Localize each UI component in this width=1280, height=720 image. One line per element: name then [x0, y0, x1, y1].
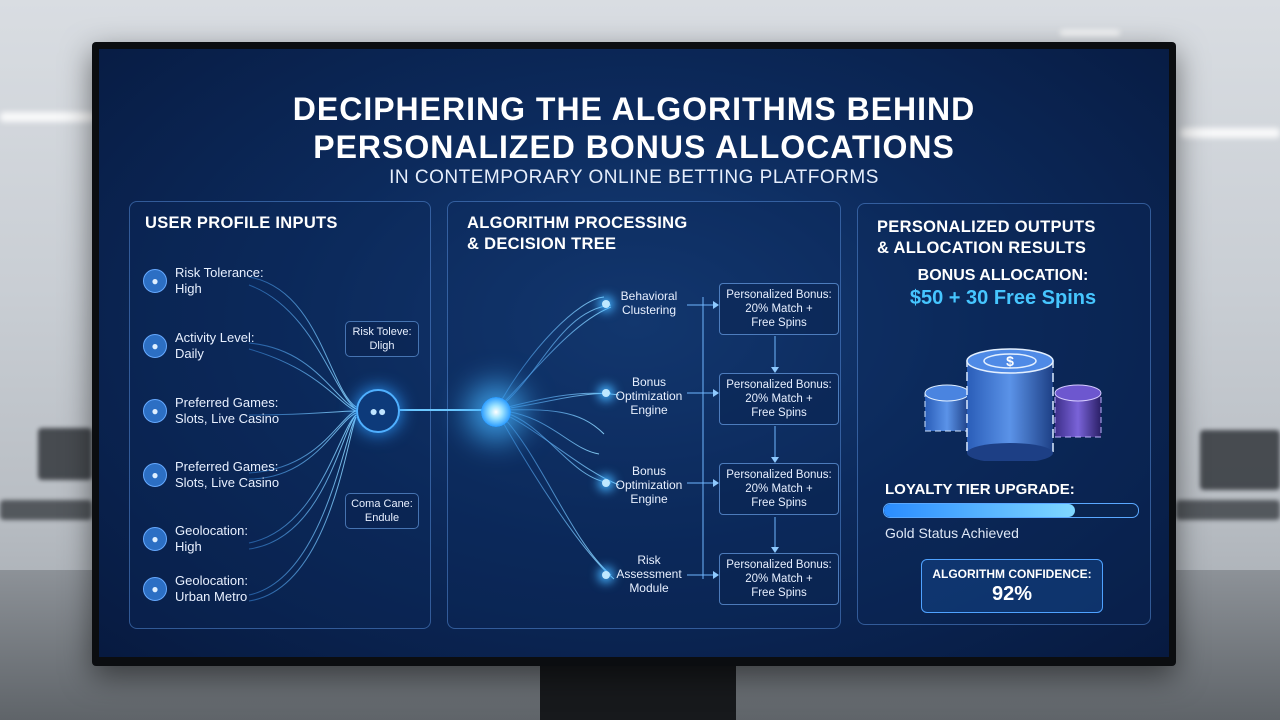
svg-text:$: $	[1006, 353, 1014, 369]
input-item: ● Preferred Games: Slots, Live Casino	[143, 459, 279, 491]
input-value: Urban Metro	[175, 589, 248, 605]
loyalty-progress-fill	[884, 504, 1075, 517]
user-icon: ●	[143, 527, 167, 551]
input-label: Preferred Games:	[175, 395, 279, 411]
user-icon: ●	[143, 463, 167, 487]
loyalty-status: Gold Status Achieved	[885, 525, 1019, 541]
confidence-value: 92%	[922, 583, 1102, 606]
input-label: Risk Tolerance:	[175, 265, 264, 281]
node-label: Bonus Optimization Engine	[609, 375, 689, 417]
input-label: Activity Level:	[175, 330, 254, 346]
input-item: ● Risk Tolerance: High	[143, 265, 264, 297]
input-value: Daily	[175, 346, 254, 362]
user-icon: ●	[143, 399, 167, 423]
input-item: ● Geolocation: Urban Metro	[143, 573, 248, 605]
node-label: Bonus Optimization Engine	[609, 464, 689, 506]
loyalty-label: LOYALTY TIER UPGRADE:	[885, 481, 1075, 498]
node-label: Risk Assessment Module	[609, 553, 689, 595]
monitor-screen: DECIPHERING THE ALGORITHMS BEHIND PERSON…	[99, 49, 1169, 657]
allocation-value: $50 + 30 Free Spins	[857, 287, 1149, 310]
results-panel-title: PERSONALIZED OUTPUTS & ALLOCATION RESULT…	[877, 217, 1096, 259]
algorithm-core	[481, 397, 511, 427]
confidence-box: ALGORITHM CONFIDENCE: 92%	[921, 559, 1103, 613]
inputs-panel-title: USER PROFILE INPUTS	[145, 213, 338, 234]
loyalty-progress-bar	[883, 503, 1139, 518]
monitor: DECIPHERING THE ALGORITHMS BEHIND PERSON…	[92, 42, 1176, 666]
ceiling-light-right	[1180, 128, 1280, 138]
allocation-label: BONUS ALLOCATION:	[857, 267, 1149, 285]
casino-chips-icon: $	[915, 331, 1115, 461]
room-desk-left	[0, 500, 92, 520]
game-tag: Coma Cane: Endule	[345, 493, 419, 529]
node-label: Behavioral Clustering	[609, 289, 689, 317]
room-screen-left	[38, 428, 92, 480]
input-value: Slots, Live Casino	[175, 475, 279, 491]
risk-tag: Risk Toleve: Dligh	[345, 321, 419, 357]
input-label: Preferred Games:	[175, 459, 279, 475]
user-icon: ●	[143, 577, 167, 601]
output-box: Personalized Bonus: 20% Match + Free Spi…	[719, 373, 839, 425]
group-icon: ●●	[356, 389, 400, 433]
output-box: Personalized Bonus: 20% Match + Free Spi…	[719, 463, 839, 515]
input-value: Slots, Live Casino	[175, 411, 279, 427]
input-label: Geolocation:	[175, 573, 248, 589]
ceiling-light-far	[1060, 30, 1120, 36]
input-label: Geolocation:	[175, 523, 248, 539]
input-item: ● Activity Level: Daily	[143, 330, 254, 362]
output-box: Personalized Bonus: 20% Match + Free Spi…	[719, 553, 839, 605]
monitor-stand	[540, 664, 736, 720]
room-desk-right	[1176, 500, 1280, 520]
input-value: High	[175, 281, 264, 297]
user-icon: ●	[143, 334, 167, 358]
confidence-label: ALGORITHM CONFIDENCE:	[922, 567, 1102, 581]
room-screen-right	[1200, 430, 1280, 490]
input-item: ● Preferred Games: Slots, Live Casino	[143, 395, 279, 427]
output-box: Personalized Bonus: 20% Match + Free Spi…	[719, 283, 839, 335]
user-icon: ●	[143, 269, 167, 293]
processing-panel-title: ALGORITHM PROCESSING & DECISION TREE	[467, 213, 688, 255]
input-item: ● Geolocation: High	[143, 523, 248, 555]
input-value: High	[175, 539, 248, 555]
ceiling-light-left	[0, 112, 95, 122]
